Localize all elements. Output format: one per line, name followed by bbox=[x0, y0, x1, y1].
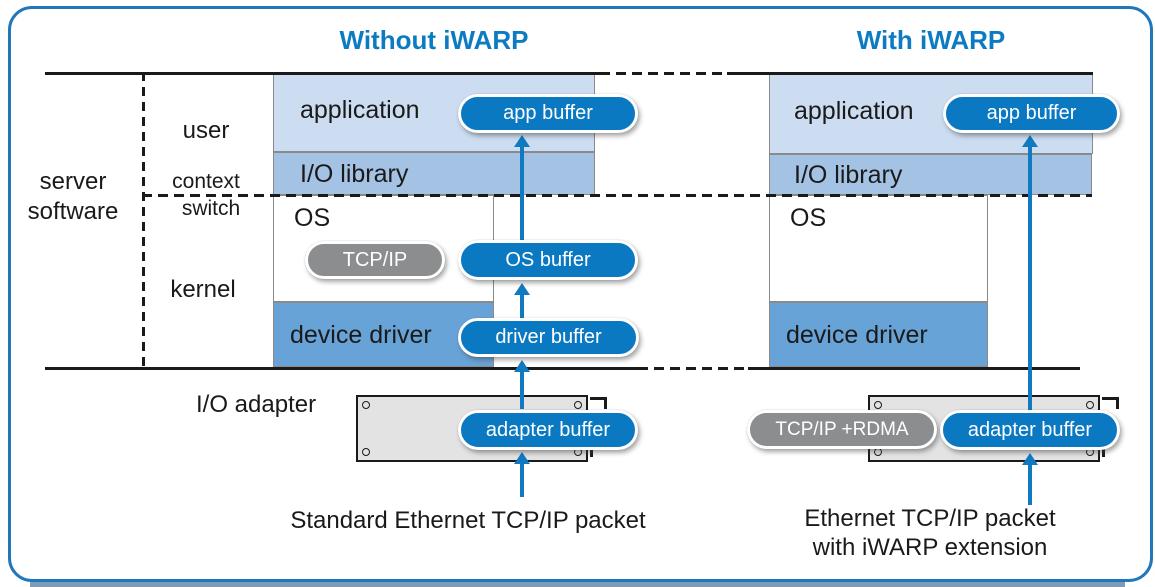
flow-arrow-driver-to-os-buffer bbox=[514, 283, 530, 319]
right-app-buffer-pill: app buffer bbox=[943, 94, 1120, 133]
screw-icon bbox=[874, 448, 882, 456]
left-packet-caption: Standard Ethernet TCP/IP packet bbox=[290, 507, 646, 534]
left-application-label: application bbox=[300, 96, 420, 124]
left-tcpip-pill: TCP/IP bbox=[305, 241, 445, 279]
kernel-adapter-line-left bbox=[45, 367, 638, 370]
screw-icon bbox=[362, 401, 370, 409]
right-packet-caption: Ethernet TCP/IP packet with iWARP extens… bbox=[769, 504, 1091, 562]
left-os-buffer-pill: OS buffer bbox=[458, 240, 638, 280]
left-driver-buffer-pill: driver buffer bbox=[458, 318, 639, 357]
label-switch: switch bbox=[181, 197, 241, 220]
top-boundary-dash bbox=[600, 72, 727, 75]
screw-icon bbox=[874, 401, 882, 409]
screw-icon bbox=[362, 448, 370, 456]
right-packet-caption-line1: Ethernet TCP/IP packet bbox=[804, 505, 1056, 532]
adapter-port-icon bbox=[590, 448, 593, 457]
title-with-iwarp: With iWARP bbox=[856, 25, 1006, 55]
rail-divider-dashed-line bbox=[142, 72, 145, 368]
left-io-library-label: I/O library bbox=[300, 160, 409, 188]
top-boundary-line-right bbox=[727, 72, 1093, 75]
screw-icon bbox=[1086, 401, 1094, 409]
context-switch-dashed-line bbox=[142, 194, 1092, 197]
right-tcpip-rdma-pill: TCP/IP +RDMA bbox=[747, 410, 937, 449]
flow-arrow-os-to-app-buffer bbox=[514, 135, 530, 240]
right-adapter-buffer-pill: adapter buffer bbox=[940, 410, 1120, 450]
label-context: context bbox=[172, 170, 240, 193]
right-os-label: OS bbox=[790, 204, 827, 232]
adapter-port-icon bbox=[1102, 448, 1105, 457]
right-os-box: OS bbox=[769, 195, 988, 302]
left-device-driver-box: device driver bbox=[273, 302, 494, 367]
title-without-iwarp: Without iWARP bbox=[339, 25, 529, 55]
kernel-adapter-line-right bbox=[748, 367, 1080, 370]
label-io-adapter: I/O adapter bbox=[196, 391, 317, 418]
flow-arrow-packet-to-adapter-buffer bbox=[514, 452, 530, 497]
left-device-driver-label: device driver bbox=[290, 321, 432, 349]
left-app-buffer-pill: app buffer bbox=[458, 94, 638, 133]
flow-arrow-adapter-to-driver-buffer bbox=[514, 360, 530, 409]
flow-arrow-adapter-to-app-buffer-right bbox=[1022, 135, 1038, 411]
flow-arrow-packet-to-adapter-buffer-right bbox=[1022, 453, 1038, 505]
left-io-library-box: I/O library bbox=[273, 152, 595, 195]
top-boundary-line-left bbox=[45, 72, 600, 75]
label-kernel: kernel bbox=[170, 276, 236, 303]
right-io-library-box: I/O library bbox=[769, 154, 1092, 195]
kernel-adapter-dash bbox=[638, 367, 748, 370]
left-adapter-buffer-pill: adapter buffer bbox=[458, 410, 638, 450]
left-os-label: OS bbox=[294, 204, 331, 232]
right-packet-caption-line2: with iWARP extension bbox=[812, 534, 1048, 561]
label-server-software: server software bbox=[27, 168, 119, 225]
right-io-library-label: I/O library bbox=[794, 161, 903, 189]
right-application-label: application bbox=[794, 97, 914, 125]
label-user: user bbox=[182, 117, 230, 144]
right-device-driver-box: device driver bbox=[769, 302, 988, 367]
bottom-accent-bar bbox=[30, 579, 1125, 587]
adapter-port-icon bbox=[590, 397, 607, 409]
screw-icon bbox=[574, 401, 582, 409]
right-device-driver-label: device driver bbox=[786, 321, 928, 349]
adapter-port-icon bbox=[1102, 397, 1119, 409]
